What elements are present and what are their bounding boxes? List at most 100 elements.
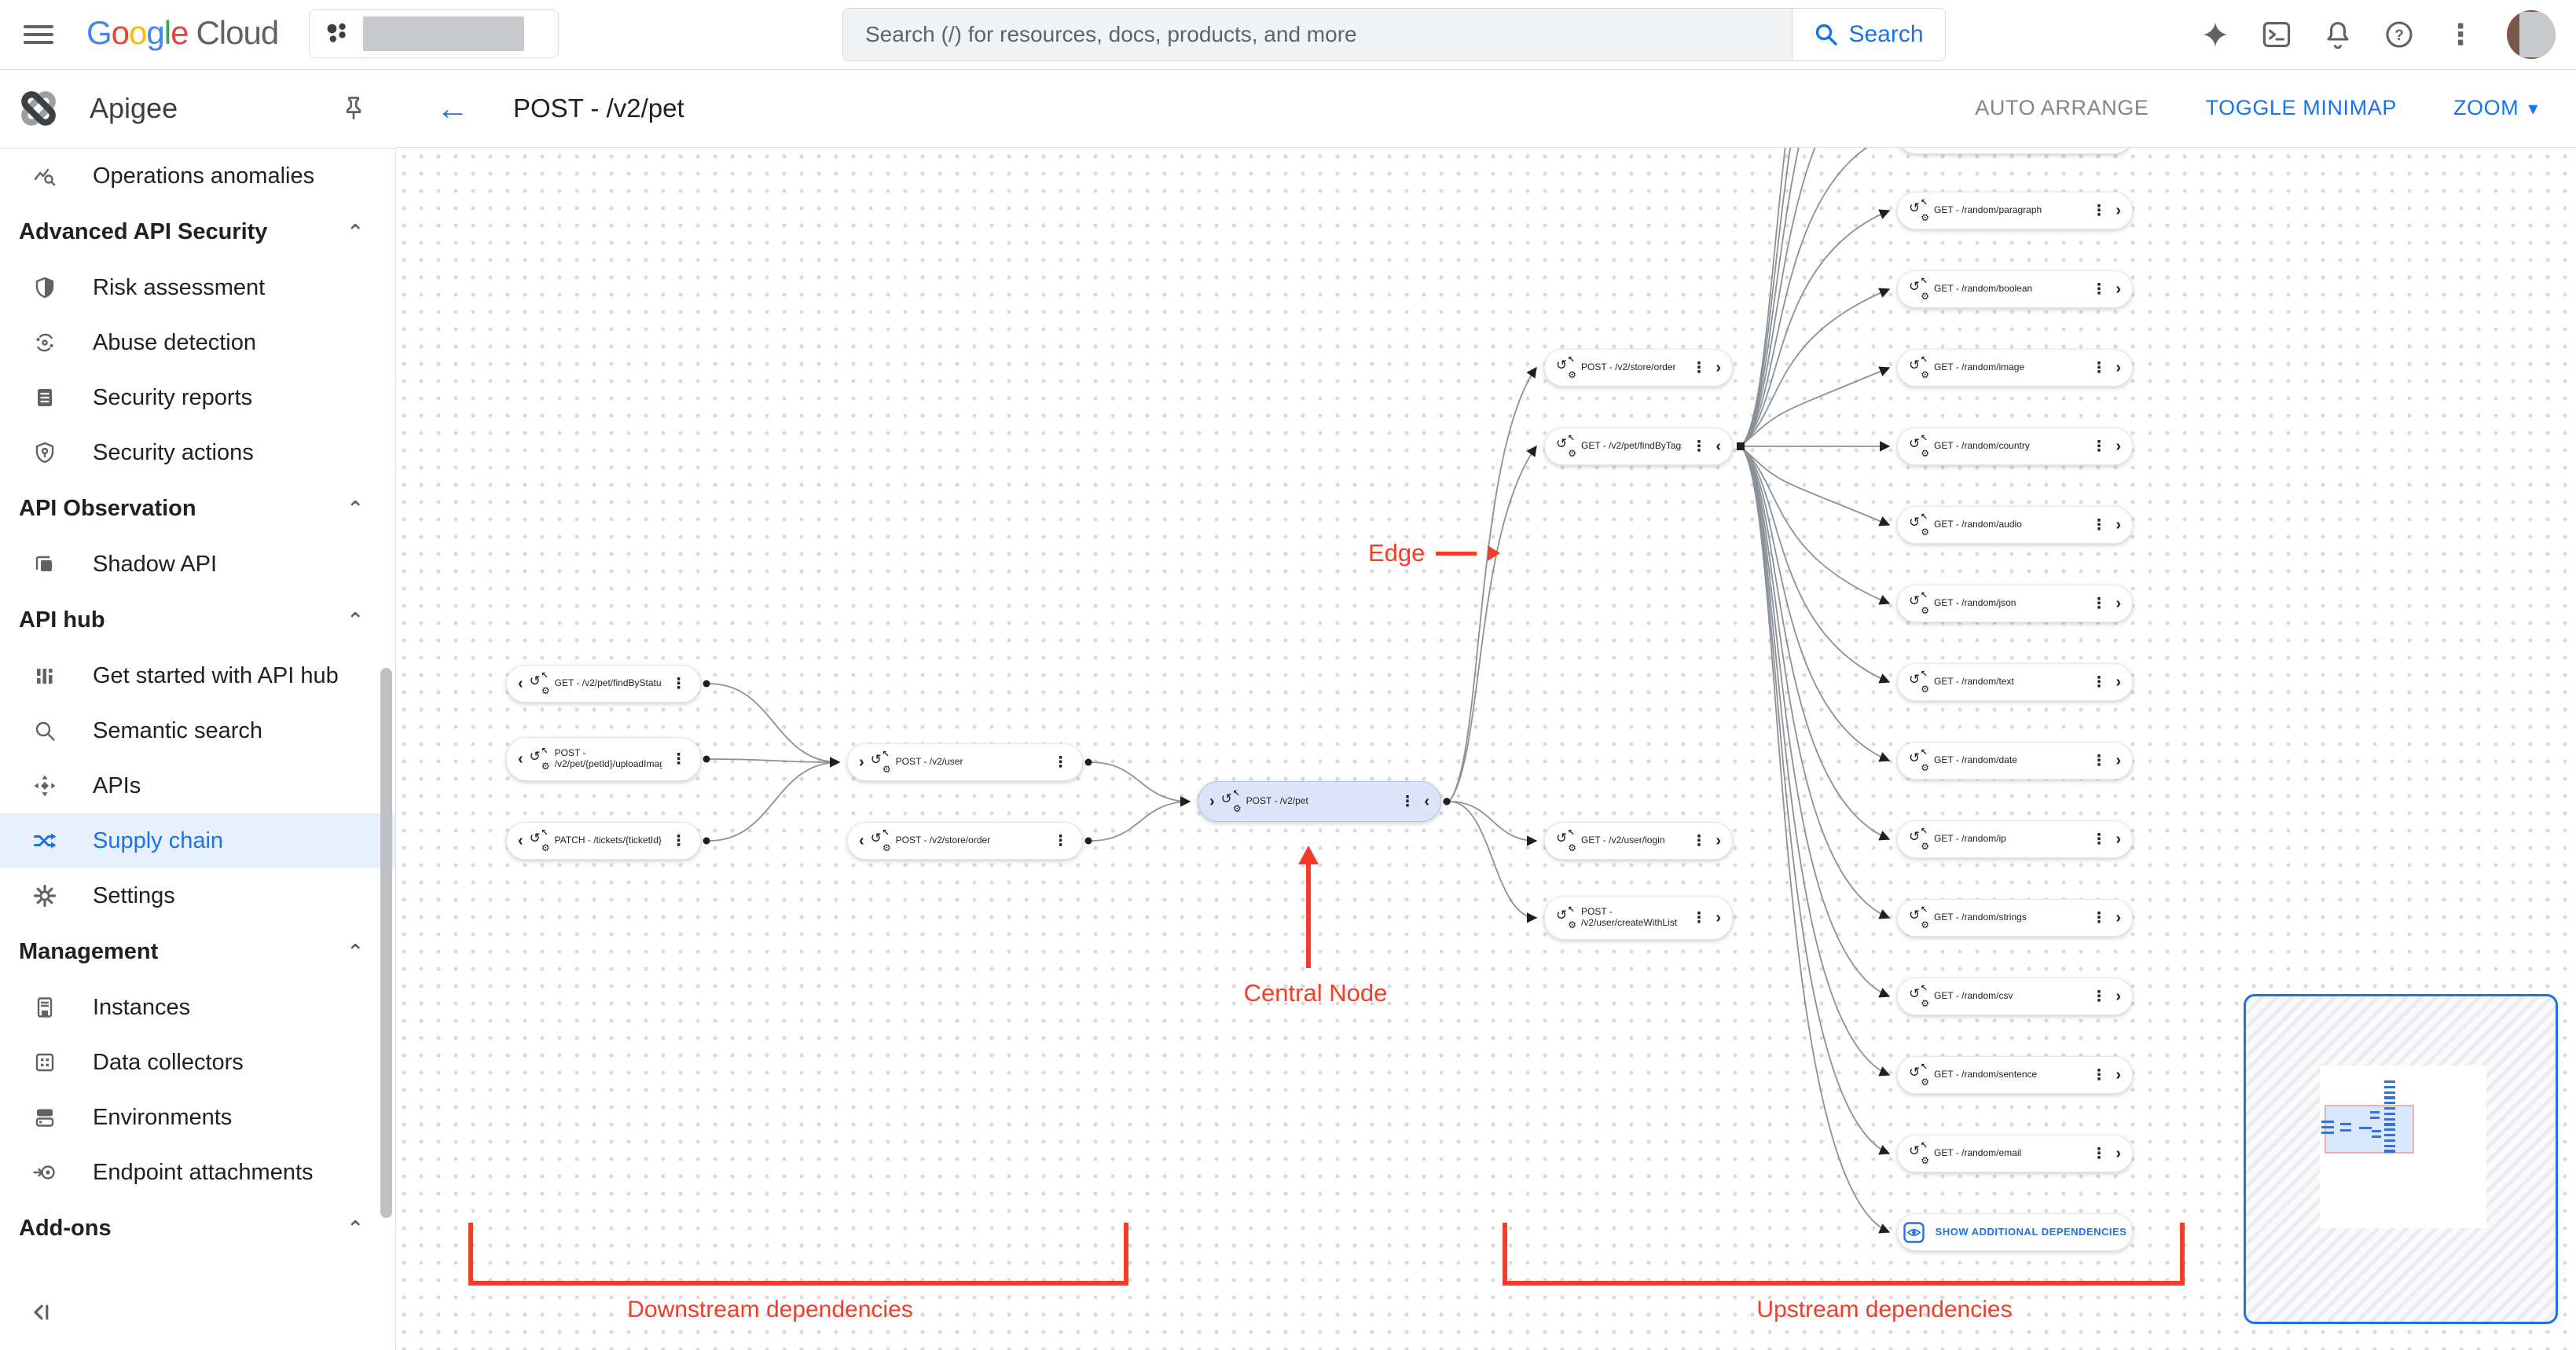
- chevron-left-icon[interactable]: ‹: [518, 750, 523, 768]
- node-get-random-audio[interactable]: ↺↖⚙GET - /random/audio⋮›: [1897, 506, 2133, 544]
- node-get-random-country[interactable]: ↺↖⚙GET - /random/country⋮›: [1897, 427, 2133, 465]
- sidebar-section-api-observation[interactable]: API Observation⌃: [0, 480, 395, 537]
- show-additional-dependencies-button[interactable]: SHOW ADDITIONAL DEPENDENCIES: [1897, 1213, 2133, 1251]
- node-patch-tickets-ticketid[interactable]: ‹↺↖⚙PATCH - /tickets/{ticketId}⋮: [506, 822, 701, 860]
- kebab-menu-icon[interactable]: ⋮: [2091, 1145, 2107, 1162]
- chevron-left-icon[interactable]: ‹: [859, 832, 864, 849]
- hamburger-menu-icon[interactable]: [24, 20, 53, 47]
- sidebar-section-management[interactable]: Management⌃: [0, 923, 395, 980]
- kebab-menu-icon[interactable]: ⋮: [2091, 438, 2107, 455]
- chevron-right-icon[interactable]: ›: [2115, 1145, 2121, 1162]
- kebab-menu-icon[interactable]: ⋮: [671, 675, 686, 692]
- chevron-right-icon[interactable]: ›: [859, 754, 864, 771]
- kebab-menu-icon[interactable]: ⋮: [2091, 988, 2107, 1005]
- sidebar-item-risk-assessment[interactable]: Risk assessment: [0, 260, 395, 315]
- sidebar-item-shadow-api[interactable]: Shadow API: [0, 537, 395, 592]
- node-cut-off-top[interactable]: ↺↖⚙⋮›: [1897, 148, 2133, 154]
- node-get-random-image[interactable]: ↺↖⚙GET - /random/image⋮›: [1897, 349, 2133, 387]
- kebab-menu-icon[interactable]: ⋮: [1691, 438, 1707, 455]
- chevron-left-icon[interactable]: ‹: [518, 675, 523, 692]
- node-post-v2-store-order-left[interactable]: ‹↺↖⚙POST - /v2/store/order⋮: [847, 822, 1083, 860]
- node-get-random-paragraph[interactable]: ↺↖⚙GET - /random/paragraph⋮›: [1897, 192, 2133, 229]
- chevron-right-icon[interactable]: ›: [2115, 1066, 2121, 1084]
- sidebar-section-add-ons[interactable]: Add-ons⌃: [0, 1200, 395, 1256]
- kebab-menu-icon[interactable]: ⋮: [671, 832, 686, 849]
- kebab-menu-icon[interactable]: ⋮: [2091, 673, 2107, 691]
- back-arrow-icon[interactable]: ←: [436, 89, 469, 127]
- sidebar-item-data-collectors[interactable]: Data collectors: [0, 1035, 395, 1090]
- node-get-random-strings[interactable]: ↺↖⚙GET - /random/strings⋮›: [1897, 899, 2133, 937]
- chevron-right-icon[interactable]: ›: [1715, 909, 1721, 926]
- search-button[interactable]: Search: [1792, 8, 1946, 61]
- sidebar-item-environments[interactable]: Environments: [0, 1090, 395, 1145]
- chevron-right-icon[interactable]: ›: [2115, 988, 2121, 1005]
- sidebar-item-abuse-detection[interactable]: Abuse detection: [0, 315, 395, 370]
- more-icon[interactable]: ⋮: [2446, 18, 2475, 50]
- node-get-v2-pet-findbytags[interactable]: ↺↖⚙GET - /v2/pet/findByTags⋮‹: [1544, 427, 1733, 465]
- cloud-shell-icon[interactable]: [2262, 20, 2292, 50]
- sidebar-item-semantic-search[interactable]: Semantic search: [0, 703, 395, 758]
- kebab-menu-icon[interactable]: ⋮: [2091, 516, 2107, 534]
- chevron-left-icon[interactable]: ‹: [1424, 793, 1429, 810]
- sidebar-item-apis[interactable]: APIs: [0, 758, 395, 813]
- chevron-right-icon[interactable]: ›: [2115, 673, 2121, 691]
- node-get-random-ip[interactable]: ↺↖⚙GET - /random/ip⋮›: [1897, 820, 2133, 858]
- chevron-right-icon[interactable]: ›: [2115, 281, 2121, 298]
- kebab-menu-icon[interactable]: ⋮: [1053, 754, 1068, 771]
- sidebar-item-operations-anomalies[interactable]: Operations anomalies: [0, 149, 395, 204]
- project-selector[interactable]: [309, 9, 559, 58]
- sidebar-item-security-actions[interactable]: Security actions: [0, 425, 395, 480]
- kebab-menu-icon[interactable]: ⋮: [2091, 752, 2107, 769]
- chevron-right-icon[interactable]: ›: [1715, 832, 1721, 849]
- kebab-menu-icon[interactable]: ⋮: [2091, 1066, 2107, 1084]
- chevron-left-icon[interactable]: ‹: [1715, 438, 1721, 455]
- kebab-menu-icon[interactable]: ⋮: [2091, 909, 2107, 926]
- kebab-menu-icon[interactable]: ⋮: [1053, 832, 1068, 849]
- chevron-right-icon[interactable]: ›: [2115, 438, 2121, 455]
- kebab-menu-icon[interactable]: ⋮: [671, 750, 686, 768]
- node-get-random-text[interactable]: ↺↖⚙GET - /random/text⋮›: [1897, 663, 2133, 701]
- help-icon[interactable]: ?: [2384, 20, 2414, 50]
- kebab-menu-icon[interactable]: ⋮: [2091, 831, 2107, 848]
- sidebar-item-settings[interactable]: Settings: [0, 868, 395, 923]
- sidebar-item-instances[interactable]: Instances: [0, 980, 395, 1035]
- kebab-menu-icon[interactable]: ⋮: [1691, 359, 1707, 376]
- sidebar-scrollbar[interactable]: [380, 668, 392, 1218]
- sidebar-section-advanced-api-security[interactable]: Advanced API Security⌃: [0, 204, 395, 260]
- node-get-v2-user-login[interactable]: ↺↖⚙GET - /v2/user/login⋮›: [1544, 822, 1733, 860]
- node-get-random-date[interactable]: ↺↖⚙GET - /random/date⋮›: [1897, 742, 2133, 780]
- sidebar-item-get-started-with-api-hub[interactable]: Get started with API hub: [0, 648, 395, 703]
- gemini-icon[interactable]: [2200, 20, 2230, 50]
- node-post-v2-store-order-right[interactable]: ↺↖⚙POST - /v2/store/order⋮›: [1544, 349, 1733, 387]
- node-get-random-json[interactable]: ↺↖⚙GET - /random/json⋮›: [1897, 585, 2133, 622]
- pin-icon[interactable]: [340, 94, 367, 121]
- node-post-v2-pet-central[interactable]: ›↺↖⚙POST - /v2/pet⋮‹: [1198, 781, 1441, 822]
- chevron-left-icon[interactable]: ‹: [518, 832, 523, 849]
- chevron-right-icon[interactable]: ›: [1715, 359, 1721, 376]
- kebab-menu-icon[interactable]: ⋮: [1400, 793, 1415, 810]
- chevron-right-icon[interactable]: ›: [2115, 752, 2121, 769]
- kebab-menu-icon[interactable]: ⋮: [2091, 359, 2107, 376]
- node-post-v2-user[interactable]: ›↺↖⚙POST - /v2/user⋮: [847, 743, 1083, 781]
- node-get-random-email[interactable]: ↺↖⚙GET - /random/email⋮›: [1897, 1135, 2133, 1172]
- kebab-menu-icon[interactable]: ⋮: [2091, 595, 2107, 612]
- kebab-menu-icon[interactable]: ⋮: [1691, 909, 1707, 926]
- node-post-v2-pet-petid-uploadimage[interactable]: ‹↺↖⚙POST -/v2/pet/{petId}/uploadImage⋮: [506, 737, 701, 781]
- chevron-right-icon[interactable]: ›: [1209, 793, 1215, 810]
- chevron-right-icon[interactable]: ›: [2115, 516, 2121, 534]
- chevron-right-icon[interactable]: ›: [2115, 202, 2121, 219]
- zoom-dropdown[interactable]: ZOOM▾: [2453, 96, 2538, 119]
- toggle-minimap-button[interactable]: TOGGLE MINIMAP: [2205, 96, 2397, 119]
- chevron-right-icon[interactable]: ›: [2115, 595, 2121, 612]
- node-get-random-csv[interactable]: ↺↖⚙GET - /random/csv⋮›: [1897, 978, 2133, 1015]
- chevron-right-icon[interactable]: ›: [2115, 909, 2121, 926]
- auto-arrange-button[interactable]: AUTO ARRANGE: [1975, 96, 2149, 119]
- node-post-v2-user-createwithlist[interactable]: ↺↖⚙POST -/v2/user/createWithList⋮›: [1544, 896, 1733, 940]
- minimap[interactable]: [2244, 994, 2558, 1324]
- kebab-menu-icon[interactable]: ⋮: [2091, 281, 2107, 298]
- sidebar-section-api-hub[interactable]: API hub⌃: [0, 592, 395, 648]
- sidebar-item-security-reports[interactable]: Security reports: [0, 370, 395, 425]
- node-get-random-sentence[interactable]: ↺↖⚙GET - /random/sentence⋮›: [1897, 1056, 2133, 1094]
- avatar[interactable]: [2507, 10, 2556, 59]
